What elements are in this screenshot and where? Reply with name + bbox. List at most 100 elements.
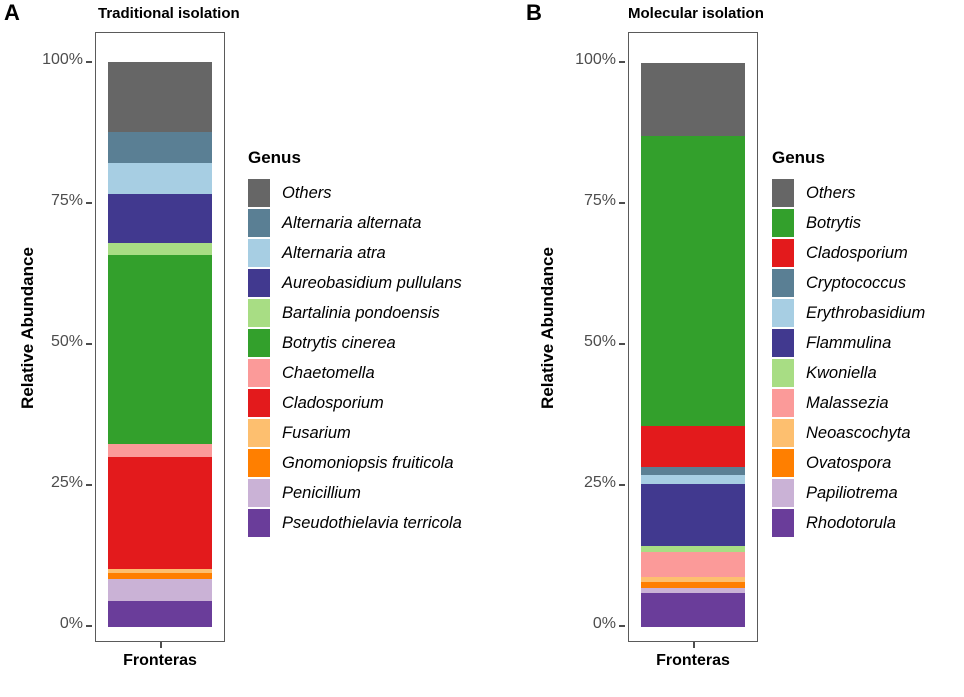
panel-b-plot-area <box>628 32 758 642</box>
panel-a-bar-segment <box>108 254 212 444</box>
panel-a-y-tick-label: 100% <box>42 51 83 68</box>
legend-item-label: Erythrobasidium <box>806 303 926 322</box>
legend-color-swatch-icon <box>772 479 794 507</box>
panel-b-legend-item-kwoniella[interactable]: Kwoniella <box>772 358 925 388</box>
panel-b-bar-segment <box>641 474 745 484</box>
panel-a-legend-item-others[interactable]: Others <box>248 178 462 208</box>
legend-item-label: Others <box>806 183 856 202</box>
legend-color-swatch-icon <box>248 419 270 447</box>
panel-b-y-axis: 0%25%50%75%100% <box>520 0 625 697</box>
panel-b-x-axis-label: Fronteras <box>656 652 730 669</box>
panel-a-bar-segment <box>108 243 212 255</box>
panel-a-y-tick-mark <box>86 61 92 63</box>
panel-b-title: Molecular isolation <box>628 5 764 22</box>
panel-b-legend-item-cladosporium[interactable]: Cladosporium <box>772 238 925 268</box>
panel-b-bar-segment <box>641 576 745 582</box>
legend-color-swatch-icon <box>248 209 270 237</box>
legend-item-label: Alternaria atra <box>282 243 386 262</box>
panel-a-y-tick-mark <box>86 484 92 486</box>
panel-b-bar-segment <box>641 135 745 426</box>
panel-b-bar-segment <box>641 545 745 552</box>
panel-b-legend-item-ovatospora[interactable]: Ovatospora <box>772 448 925 478</box>
panel-b-legend-item-erythrobasidium[interactable]: Erythrobasidium <box>772 298 925 328</box>
legend-item-label: Aureobasidium pullulans <box>282 273 462 292</box>
panel-b-legend-item-cryptococcus[interactable]: Cryptococcus <box>772 268 925 298</box>
panel-b-x-tick <box>693 642 695 648</box>
panel-a-bar-segment <box>108 456 212 569</box>
panel-a-legend-item-cladosporium[interactable]: Cladosporium <box>248 388 462 418</box>
legend-color-swatch-icon <box>248 329 270 357</box>
panel-b-legend-item-neoascochyta[interactable]: Neoascochyta <box>772 418 925 448</box>
panel-b-y-tick-label: 25% <box>583 474 616 491</box>
panel-a-title: Traditional isolation <box>98 5 240 22</box>
legend-item-label: Rhodotorula <box>806 513 896 532</box>
legend-item-label: Fusarium <box>282 423 351 442</box>
panel-b-y-tick-mark <box>619 625 625 627</box>
legend-item-label: Bartalinia pondoensis <box>282 303 440 322</box>
legend-color-swatch-icon <box>772 329 794 357</box>
panel-b-legend-item-papiliotrema[interactable]: Papiliotrema <box>772 478 925 508</box>
panel-a-y-axis: 0%25%50%75%100% <box>0 0 92 697</box>
panel-b-legend-item-rhodotorula[interactable]: Rhodotorula <box>772 508 925 538</box>
panel-b-y-tick-mark <box>619 202 625 204</box>
panel-b-y-tick-label: 100% <box>575 51 616 68</box>
panel-a-bar-segment <box>108 163 212 195</box>
legend-item-label: Botrytis <box>806 213 862 232</box>
panel-a-stacked-bar <box>108 62 212 627</box>
panel-b-legend-item-others[interactable]: Others <box>772 178 925 208</box>
panel-a-bar-segment <box>108 443 212 457</box>
panel-a-bar-segment <box>108 601 212 627</box>
panel-b-stacked-bar <box>641 63 745 627</box>
panel-b-y-tick-label: 0% <box>592 615 616 632</box>
panel-a: A Traditional isolation Relative Abundan… <box>0 0 462 697</box>
panel-a-y-tick-mark <box>86 202 92 204</box>
panel-b-legend-item-malassezia[interactable]: Malassezia <box>772 388 925 418</box>
legend-item-label: Cladosporium <box>282 393 384 412</box>
panel-a-legend-item-botrytis-cinerea[interactable]: Botrytis cinerea <box>248 328 462 358</box>
legend-color-swatch-icon <box>248 389 270 417</box>
panel-b-legend-item-botrytis[interactable]: Botrytis <box>772 208 925 238</box>
legend-color-swatch-icon <box>772 179 794 207</box>
legend-color-swatch-icon <box>772 239 794 267</box>
panel-a-legend-item-alternaria-atra[interactable]: Alternaria atra <box>248 238 462 268</box>
panel-a-legend-item-gnomoniopsis-fruiticola[interactable]: Gnomoniopsis fruiticola <box>248 448 462 478</box>
panel-a-plot-area <box>95 32 225 642</box>
legend-item-label: Others <box>282 183 332 202</box>
panel-b: B Molecular isolation Relative Abundance… <box>520 0 964 697</box>
panel-a-letter: A <box>4 0 20 25</box>
legend-color-swatch-icon <box>248 239 270 267</box>
panel-a-legend-item-chaetomella[interactable]: Chaetomella <box>248 358 462 388</box>
panel-b-bar-segment <box>641 588 745 594</box>
panel-a-legend-item-aureobasidium-pullulans[interactable]: Aureobasidium pullulans <box>248 268 462 298</box>
legend-item-label: Gnomoniopsis fruiticola <box>282 453 454 472</box>
panel-a-bar-segment <box>108 194 212 244</box>
legend-color-swatch-icon <box>772 359 794 387</box>
panel-a-legend-item-fusarium[interactable]: Fusarium <box>248 418 462 448</box>
legend-item-label: Ovatospora <box>806 453 892 472</box>
panel-a-legend-item-penicillium[interactable]: Penicillium <box>248 478 462 508</box>
legend-color-swatch-icon <box>248 179 270 207</box>
legend-color-swatch-icon <box>772 209 794 237</box>
legend-color-swatch-icon <box>772 389 794 417</box>
legend-color-swatch-icon <box>248 269 270 297</box>
panel-b-legend-title: Genus <box>772 148 825 167</box>
panel-a-bar-segment <box>108 132 212 164</box>
panel-b-bar-segment <box>641 483 745 546</box>
panel-b-legend-item-flammulina[interactable]: Flammulina <box>772 328 925 358</box>
panel-b-y-tick-mark <box>619 343 625 345</box>
legend-item-label: Penicillium <box>282 483 361 502</box>
panel-a-y-tick-label: 75% <box>50 192 83 209</box>
panel-a-legend-item-pseudothielavia-terricola[interactable]: Pseudothielavia terricola <box>248 508 462 538</box>
legend-item-label: Cladosporium <box>806 243 908 262</box>
legend-item-label: Papiliotrema <box>806 483 898 502</box>
legend-item-label: Flammulina <box>806 333 892 352</box>
legend-item-label: Alternaria alternata <box>282 213 422 232</box>
panel-a-legend-item-bartalinia-pondoensis[interactable]: Bartalinia pondoensis <box>248 298 462 328</box>
panel-a-legend-item-alternaria-alternata[interactable]: Alternaria alternata <box>248 208 462 238</box>
panel-a-x-tick <box>160 642 162 648</box>
panel-b-bar-segment <box>641 581 745 589</box>
panel-b-bar-segment <box>641 551 745 577</box>
